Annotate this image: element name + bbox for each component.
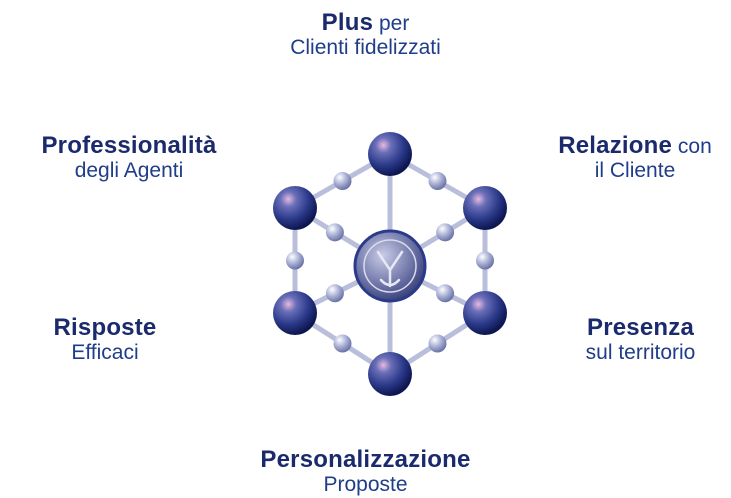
label-personalizzazione: Personalizzazione Proposte [0,446,731,497]
label-bl-line2: Efficaci [71,341,139,365]
label-top-line2: Clienti fidelizzati [290,36,441,60]
label-br-line2: sul territorio [585,341,696,365]
edge-small-sphere [333,334,352,353]
label-br-bold: Presenza [587,314,694,341]
label-tl-line2: degli Agenti [74,159,184,183]
seal-emblem-icon [353,229,427,303]
vertex-large-sphere [273,186,317,230]
edge-small-sphere [286,251,304,270]
vertex-large-sphere [273,291,317,335]
edge-small-sphere [428,334,447,353]
label-top-bold: Plus [321,9,374,36]
label-risposte: Risposte Efficaci [0,314,210,365]
small-spheres [286,172,494,353]
label-tr-bold: Relazione [558,132,673,159]
vertex-large-sphere [463,291,507,335]
edge-small-sphere [476,251,494,270]
hexagon-molecule-diagram [273,132,507,396]
edge-small-sphere [333,172,352,190]
label-presenza: Presenza sul territorio [550,314,731,365]
label-bl-bold: Risposte [53,314,157,341]
label-professionalita: Professionalità degli Agenti [8,132,250,183]
label-tl-bold: Professionalità [41,132,217,159]
spoke-small-sphere [325,223,344,242]
label-bottom-bold: Personalizzazione [260,446,471,473]
label-tr-rest: con [672,135,712,158]
label-relazione: Relazione con il Cliente [524,132,731,183]
vertex-large-sphere [463,186,507,230]
spoke-small-sphere [436,223,455,242]
spoke-small-sphere [325,284,344,303]
spoke-small-sphere [436,284,455,303]
large-spheres [273,132,507,396]
label-bottom-line2: Proposte [323,473,408,497]
vertex-large-sphere [368,352,412,396]
label-top-rest: per [373,12,410,35]
label-plus-clienti: Plus per Clienti fidelizzati [0,9,731,60]
edge-small-sphere [428,172,447,190]
label-tr-line2: il Cliente [594,159,676,183]
vertex-large-sphere [368,132,412,176]
